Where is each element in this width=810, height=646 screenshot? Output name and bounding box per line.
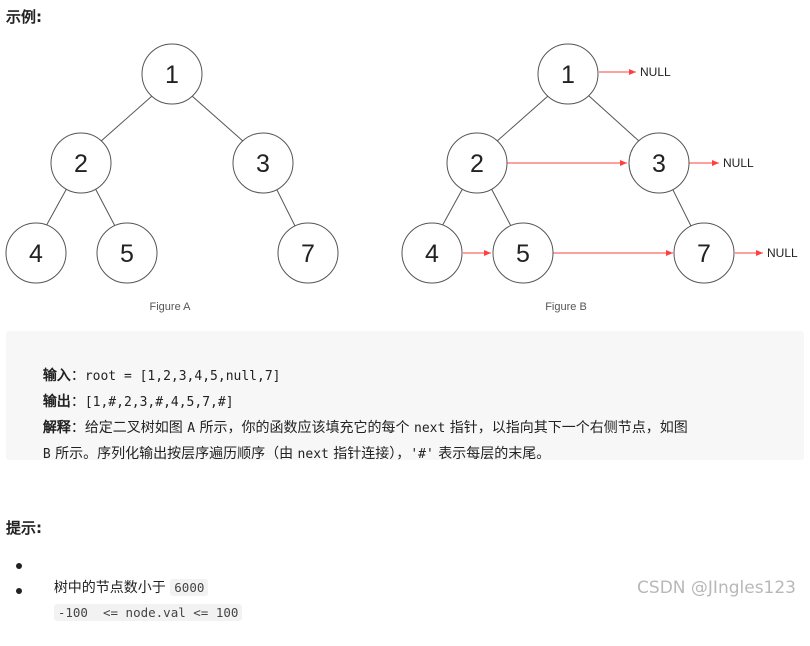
null-label-level2: NULL: [723, 156, 754, 170]
edge-1-2: [99, 95, 153, 143]
explanation-text-2c: 表示每层的末尾。: [433, 446, 551, 462]
figure-a-edges: [44, 95, 297, 229]
node-a4-label: 4: [29, 240, 43, 268]
node-a7-label: 7: [301, 240, 315, 268]
input-value: root = [1,2,3,4,5,null,7]: [84, 369, 281, 384]
explanation-text-2b: 指针连接），: [328, 446, 411, 462]
node-a2-label: 2: [74, 150, 88, 178]
node-b2-label: 2: [470, 150, 484, 178]
node-a1: [141, 43, 203, 105]
tip-item: -100 <= node.val <= 100: [15, 580, 243, 646]
edge-b-3-7: [671, 187, 693, 229]
node-a7: [277, 222, 339, 284]
tip-2-code: -100 <= node.val <= 100: [53, 604, 243, 621]
node-a5-label: 5: [120, 240, 134, 268]
edge-b-2-4: [440, 187, 464, 229]
node-b5: [492, 222, 554, 284]
explanation-text-1b: 所示，你的函数应该填充它的每个: [195, 420, 414, 436]
node-b3-label: 3: [652, 150, 666, 178]
node-b4-label: 4: [425, 240, 439, 268]
edge-1-3: [191, 95, 245, 143]
node-b3: [628, 132, 690, 194]
edge-3-7: [275, 187, 297, 229]
explanation-label: 解释: [42, 420, 71, 436]
node-b5-label: 5: [516, 240, 530, 268]
input-colon: ：: [70, 368, 85, 384]
explanation-next-1: next: [414, 421, 446, 436]
node-a4: [5, 222, 67, 284]
node-b7: [673, 222, 735, 284]
explanation-text-1a: 给定二叉树如图: [84, 420, 188, 436]
input-line: 输入：root = [1,2,3,4,5,null,7]: [25, 346, 281, 407]
node-a3-label: 3: [256, 150, 270, 178]
output-colon: ：: [70, 394, 85, 410]
figure-a-nodes: [5, 43, 339, 284]
explanation-line-2: B 所示。序列化输出按层序遍历顺序（由 next 指针连接），'#' 表示每层的…: [25, 424, 550, 485]
csdn-watermark: CSDN @JIngles123: [637, 578, 796, 598]
output-label: 输出: [42, 394, 71, 410]
explanation-text-1c: 指针，以指向其下一个右侧节点，如图: [445, 420, 688, 436]
explanation-line-1: 解释：给定二叉树如图 A 所示，你的函数应该填充它的每个 next 指针，以指向…: [25, 398, 688, 459]
node-a5: [96, 222, 158, 284]
tip-item: 树中的节点数小于 6000: [15, 555, 209, 621]
edge-2-5: [94, 187, 117, 229]
hint-heading: 提示:: [6, 519, 42, 537]
node-a3: [232, 132, 294, 194]
tip-1-code: 6000: [170, 579, 209, 596]
figure-b-edges: [440, 95, 693, 229]
edge-b-1-3: [588, 95, 641, 143]
explanation-text-2a: 所示。序列化输出按层序遍历顺序（由: [50, 446, 298, 462]
example-code-block: 输入：root = [1,2,3,4,5,null,7] 输出：[1,#,2,3…: [6, 331, 804, 462]
tip-1-text: 树中的节点数小于: [53, 580, 171, 596]
node-b4: [401, 222, 463, 284]
null-label-level3: NULL: [767, 246, 798, 260]
node-b2: [446, 132, 508, 194]
explanation-fig-a: A: [187, 421, 196, 436]
node-a2: [50, 132, 112, 194]
tree-figure: 1 2 3 4 5 7 Figure A 1 2 3 4 5 7: [5, 43, 798, 313]
figure-b-nodes: [401, 43, 735, 284]
example-heading: 示例:: [6, 8, 42, 26]
edge-2-4: [44, 187, 68, 229]
figure-b-caption: Figure B: [545, 301, 587, 313]
edge-b-2-5: [490, 187, 513, 229]
input-label: 输入: [42, 368, 71, 384]
node-b1: [537, 43, 599, 105]
figure-a-caption: Figure A: [150, 301, 192, 313]
explanation-colon: ：: [70, 420, 85, 436]
output-value: [1,#,2,3,#,4,5,7,#]: [84, 395, 234, 410]
node-a1-label: 1: [165, 61, 179, 89]
explanation-fig-b: B: [42, 447, 51, 462]
output-line: 输出：[1,#,2,3,#,4,5,7,#]: [25, 372, 234, 433]
node-b7-label: 7: [697, 240, 711, 268]
edge-b-1-2: [495, 95, 549, 143]
explanation-next-2: next: [297, 447, 329, 462]
explanation-hash: '#': [410, 447, 434, 462]
null-label-level1: NULL: [640, 65, 671, 79]
figure-b-next-arrows: [463, 69, 763, 256]
node-b1-label: 1: [561, 61, 575, 89]
